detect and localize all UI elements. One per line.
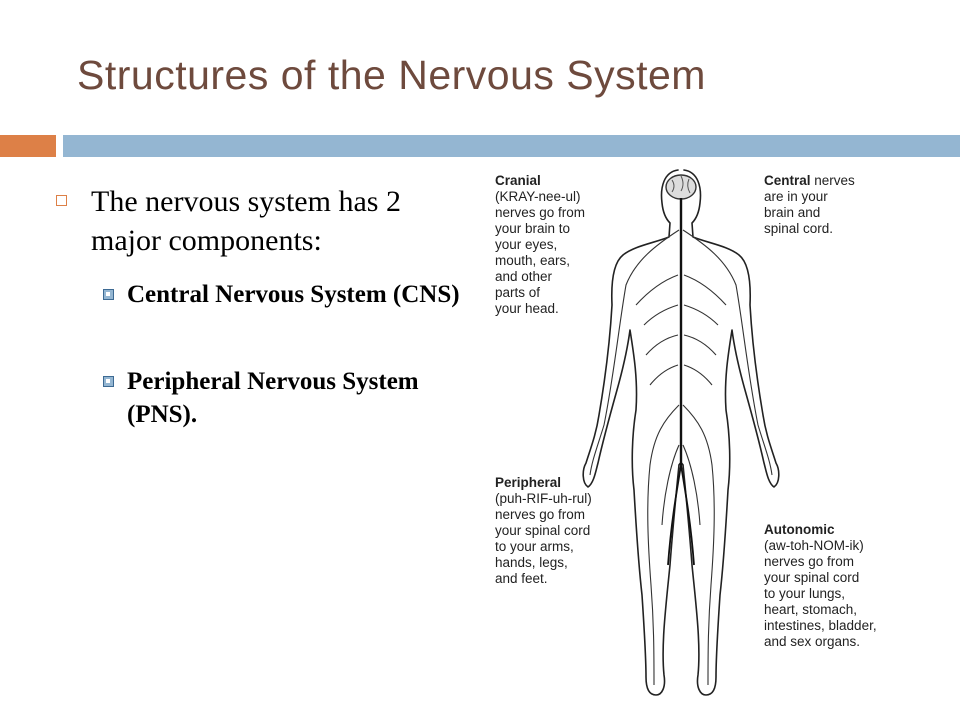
label-peripheral-head: Peripheral	[495, 475, 562, 490]
label-line: intestines, bladder,	[764, 618, 877, 633]
label-autonomic-head: Autonomic	[764, 522, 835, 537]
label-autonomic: Autonomic (aw-toh-NOM-ik) nerves go from…	[764, 522, 877, 650]
label-line: nerves go from	[495, 205, 586, 220]
nerve-lines	[589, 198, 773, 686]
label-line: your spinal cord	[495, 523, 591, 538]
bullet-list: The nervous system has 2 major component…	[54, 182, 474, 431]
label-line: your spinal cord	[764, 570, 860, 585]
label-line: parts of	[495, 285, 541, 300]
label-line: (puh-RIF-uh-rul)	[495, 491, 592, 506]
square-bullet-icon	[56, 195, 67, 206]
header-bar	[63, 135, 960, 157]
label-line: your brain to	[495, 221, 571, 236]
accent-bar	[0, 135, 56, 157]
label-central: Central nerves are in your brain and spi…	[764, 173, 855, 237]
label-line: hands, legs,	[495, 555, 568, 570]
bullet-sub-text: Central Nervous System (CNS)	[127, 281, 460, 308]
label-line: your head.	[495, 301, 559, 316]
label-line: and other	[495, 269, 553, 284]
label-line: and sex organs.	[764, 634, 861, 649]
bullet-sub-pns: Peripheral Nervous System (PNS).	[103, 365, 474, 431]
label-line: heart, stomach,	[764, 602, 858, 617]
brain-drawing	[665, 174, 697, 200]
bullet-sub-text: Peripheral Nervous System (PNS).	[127, 368, 419, 428]
square-bullet-icon	[103, 289, 114, 300]
bullet-main-text: The nervous system has 2 major component…	[91, 185, 401, 257]
square-bullet-icon	[103, 376, 114, 387]
label-line: brain and	[764, 205, 821, 220]
nervous-system-figure: Cranial (KRAY-nee-ul) nerves go from you…	[486, 165, 916, 710]
bullet-sub-cns: Central Nervous System (CNS)	[103, 278, 474, 311]
label-line: to your lungs,	[764, 586, 846, 601]
label-line: nerves go from	[495, 507, 586, 522]
label-line: mouth, ears,	[495, 253, 571, 268]
bullet-main: The nervous system has 2 major component…	[54, 182, 474, 260]
label-line: and feet.	[495, 571, 548, 586]
label-line: to your arms,	[495, 539, 574, 554]
label-line: (aw-toh-NOM-ik)	[764, 538, 864, 553]
label-peripheral: Peripheral (puh-RIF-uh-rul) nerves go fr…	[495, 475, 592, 587]
body-nerves-illustration	[582, 169, 780, 696]
label-cranial-head: Cranial	[495, 173, 541, 188]
label-cranial: Cranial (KRAY-nee-ul) nerves go from you…	[495, 173, 585, 317]
label-line: (KRAY-nee-ul)	[495, 189, 581, 204]
label-line-rest: nerves	[810, 173, 855, 188]
label-line: Central nerves	[764, 173, 855, 189]
label-line: are in your	[764, 189, 828, 204]
slide-title: Structures of the Nervous System	[77, 52, 706, 98]
label-line: spinal cord.	[764, 221, 834, 236]
label-line: nerves go from	[764, 554, 855, 569]
label-central-head: Central	[764, 173, 811, 188]
label-line: your eyes,	[495, 237, 558, 252]
